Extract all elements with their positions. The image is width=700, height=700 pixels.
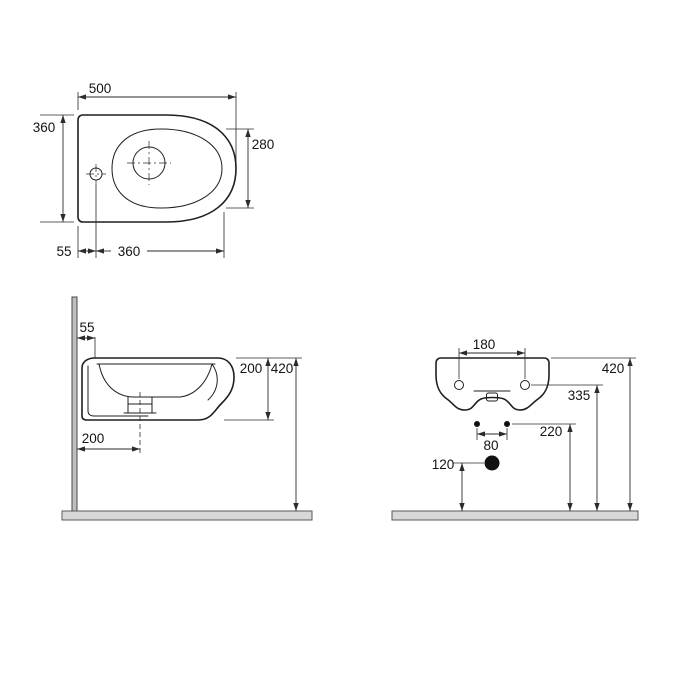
dim-label-tap-offset: 55 (56, 244, 71, 259)
drain-centerlines (127, 141, 171, 185)
fixing-point-left (474, 421, 480, 427)
floor-section-side (61, 510, 313, 521)
dim-label-rim-height-side: 420 (271, 361, 294, 376)
bidet-front-outline (435, 357, 550, 411)
fixing-hole-left (454, 380, 464, 390)
front-view: 180 420 335 220 80 120 (391, 337, 639, 521)
dim-basin-length-extensions (226, 128, 254, 209)
dim-label-fixing-spacing: 80 (483, 438, 498, 453)
mixer-spout (486, 392, 498, 402)
dim-label-fixing-height: 335 (568, 388, 591, 403)
bidet-side-inner-lines (87, 363, 218, 417)
top-view: 500 360 280 55 360 (33, 81, 275, 259)
side-view: 55 200 420 200 (61, 296, 313, 521)
dim-label-tap-to-front: 360 (118, 244, 141, 259)
dim-label-body-height: 200 (240, 361, 263, 376)
dim-label-supply-height: 220 (540, 424, 563, 439)
dim-overall-width-extensions (40, 114, 74, 223)
bidet-side-outline (81, 357, 235, 421)
wall-section (71, 296, 78, 512)
dim-label-overall-width: 360 (33, 120, 56, 135)
tap-hole-centerlines (86, 164, 106, 184)
fixing-point-right (504, 421, 510, 427)
drain-trap-detail (123, 396, 157, 414)
dim-label-overall-length: 500 (89, 81, 112, 96)
dim-label-rim-height-front: 420 (602, 361, 625, 376)
fixing-hole-right (520, 380, 530, 390)
waste-outlet-dot (484, 455, 500, 471)
basin-rim-plan (111, 128, 223, 209)
dim-label-drain-height: 120 (432, 457, 455, 472)
dim-label-basin-length: 280 (252, 137, 275, 152)
dim-overall-length-extensions (77, 92, 237, 161)
dim-label-tap-spacing: 180 (473, 337, 496, 352)
bidet-plan-outline (77, 114, 237, 223)
dim-label-wall-gap: 55 (79, 320, 94, 335)
dim-label-drain-offset: 200 (82, 431, 105, 446)
floor-section-front (391, 510, 639, 521)
